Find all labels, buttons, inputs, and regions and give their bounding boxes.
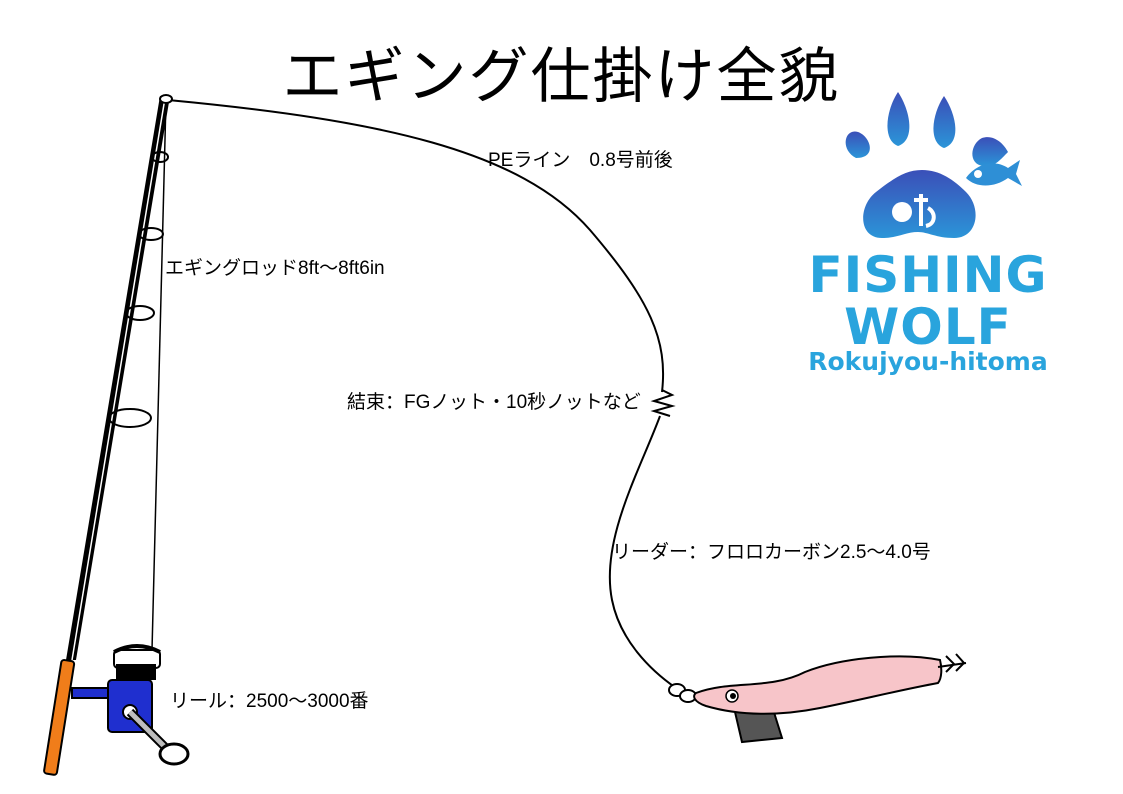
- egi-lure-icon: [693, 653, 967, 744]
- logo-text-subtitle: Rokujyou-hitoma: [808, 347, 1048, 376]
- knot-label: 結束：FGノット・10秒ノットなど: [347, 392, 641, 413]
- rod-guide-4: [108, 408, 152, 428]
- rod-label: エギングロッド8ft〜8ft6in: [165, 258, 385, 279]
- paw-icon: [845, 92, 1022, 238]
- knot-icon: [650, 389, 676, 417]
- fishing-wolf-logo: FISHING WOLF Rokujyou-hitoma: [798, 88, 1058, 378]
- rod-guide-2: [138, 227, 164, 241]
- rod-guide-3: [125, 305, 155, 321]
- reel-icon: [71, 644, 190, 766]
- rod-grip: [43, 659, 76, 776]
- pe-line: [167, 99, 665, 393]
- reel-label: リール：2500〜3000番: [170, 691, 369, 712]
- pe-line-label: PEライン 0.8号前後: [488, 150, 673, 171]
- leader-label: リーダー：フロロカーボン2.5〜4.0号: [612, 542, 931, 563]
- logo-text-fishing: FISHING: [808, 246, 1048, 304]
- leader-line: [608, 415, 677, 689]
- rod-highlight: [71, 97, 166, 661]
- page-title: エギング仕掛け全貌: [282, 42, 841, 112]
- rod-guide-1: [151, 151, 169, 163]
- rod-line: [151, 99, 167, 651]
- rod-tip-guide: [159, 94, 173, 104]
- logo-text-wolf: WOLF: [844, 298, 1012, 356]
